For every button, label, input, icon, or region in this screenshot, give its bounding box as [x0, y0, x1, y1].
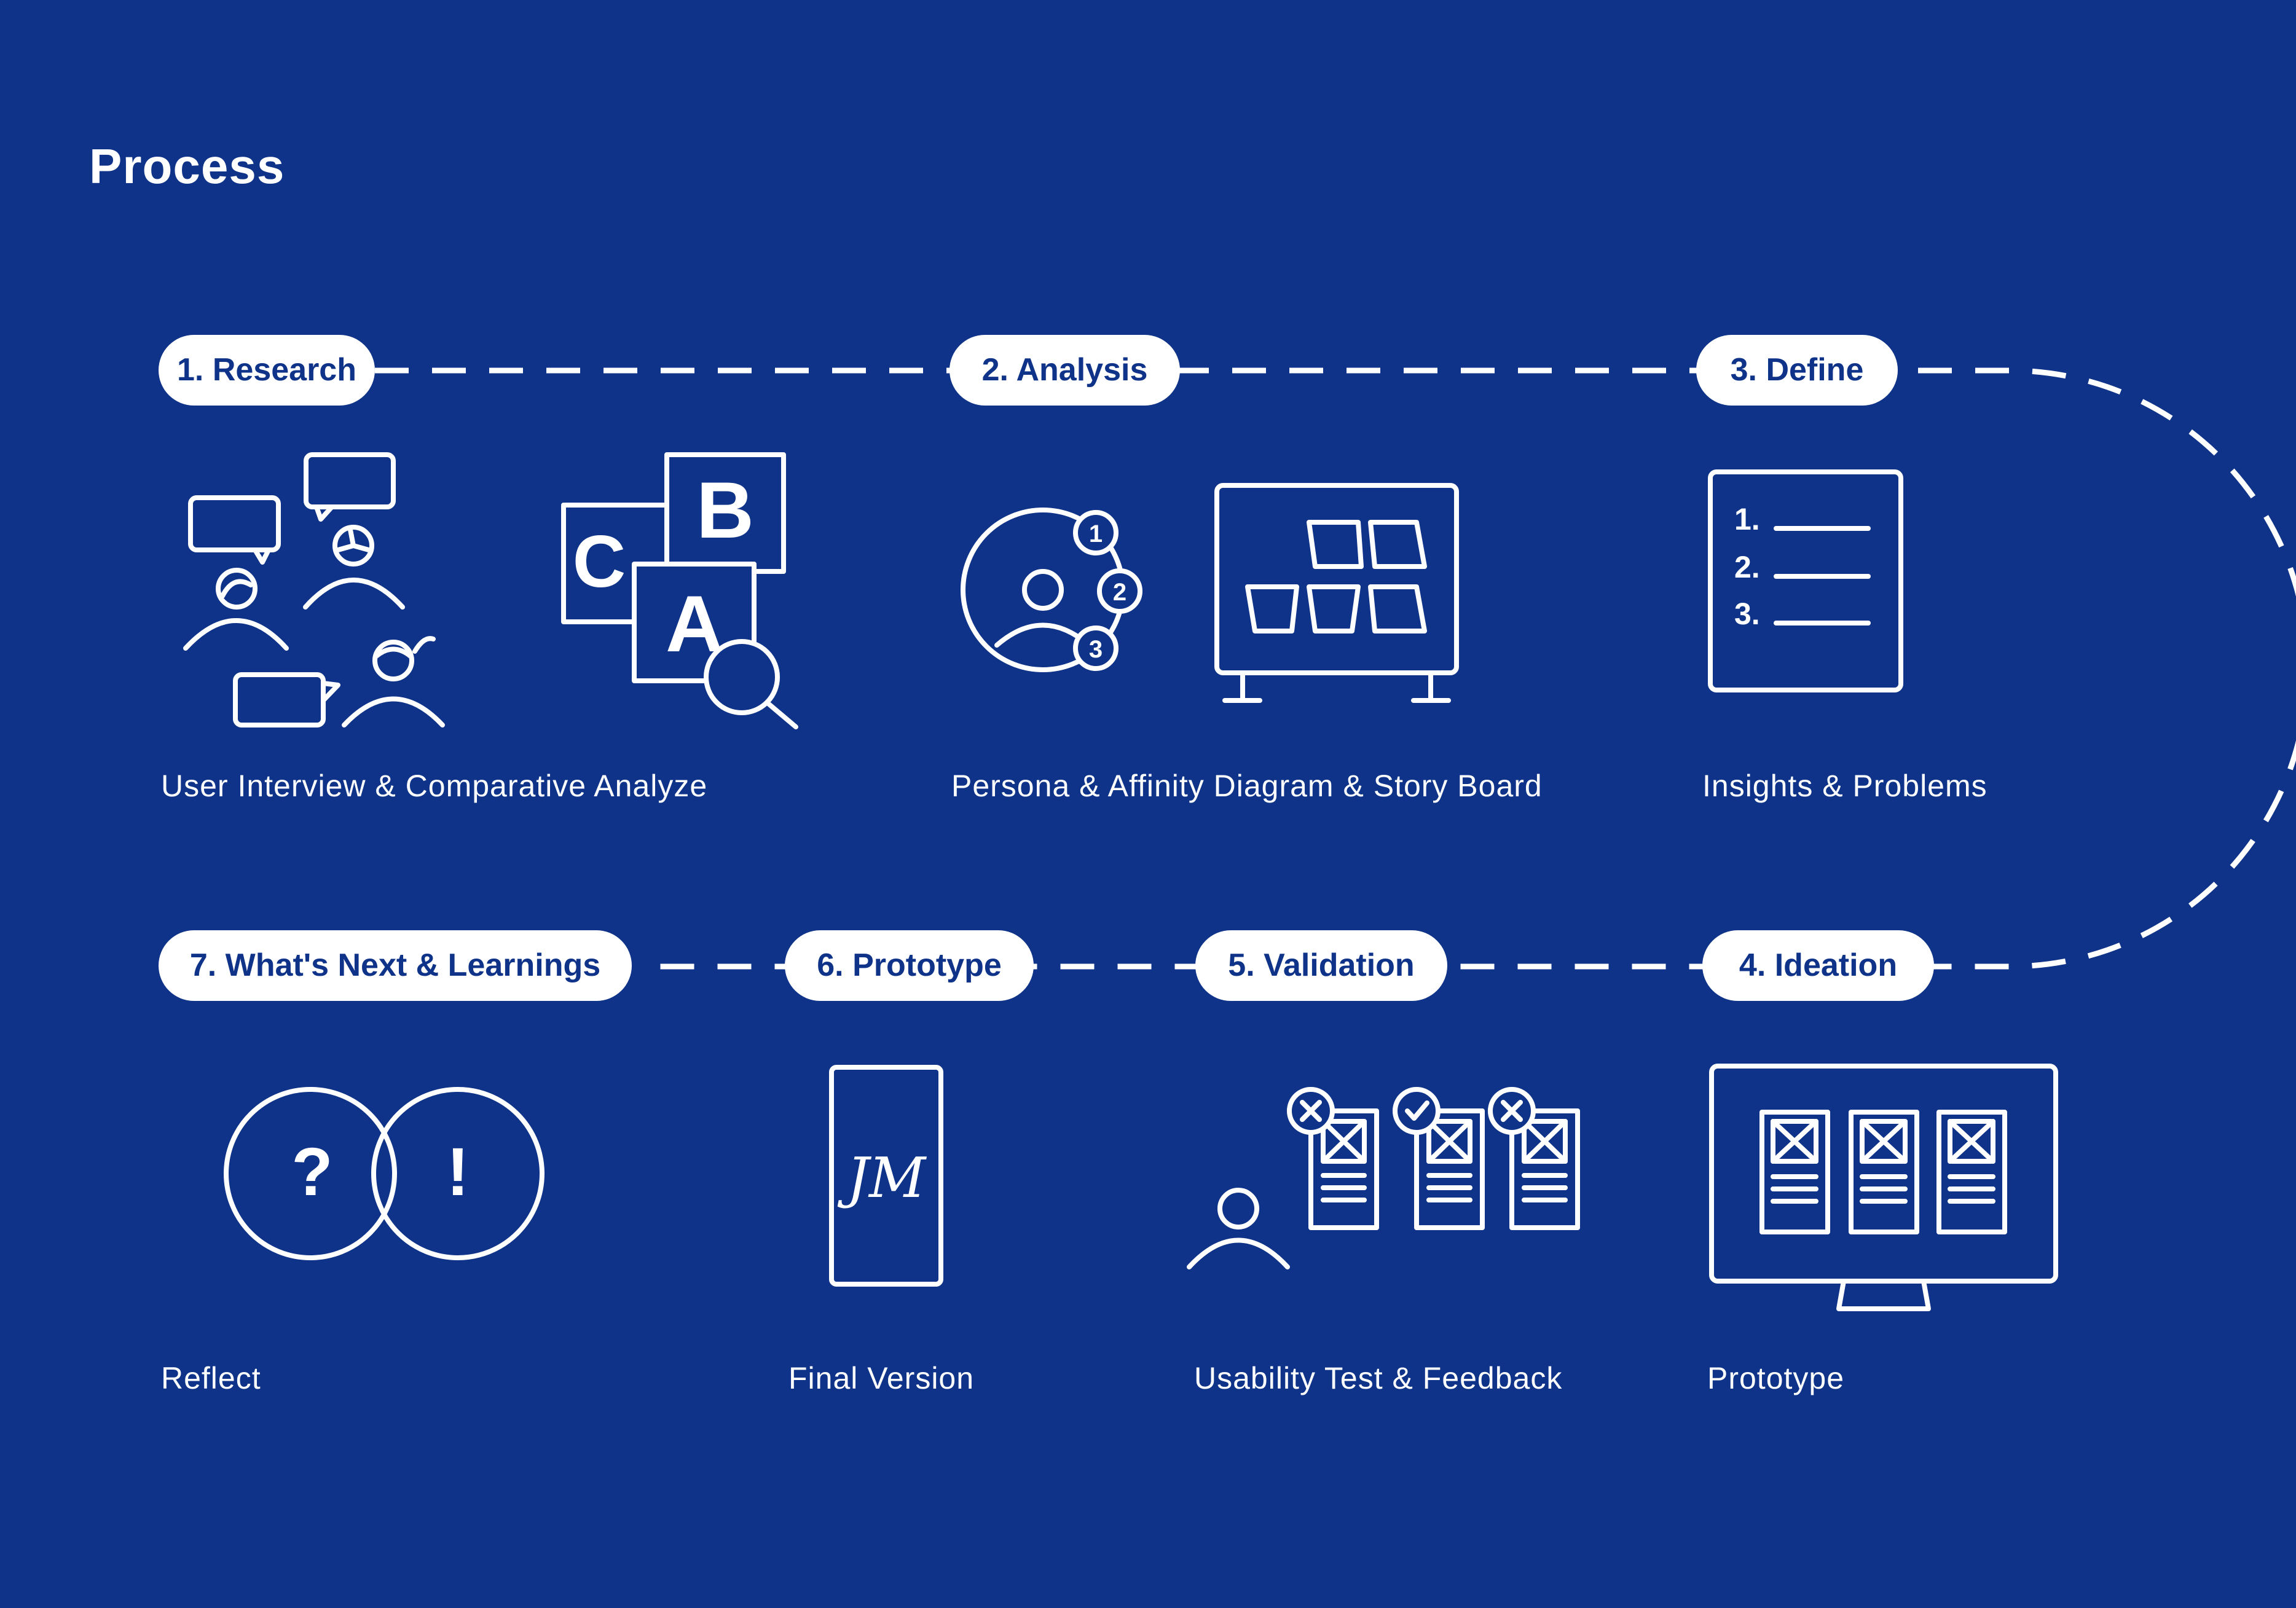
- persona-number-1: 1: [1089, 520, 1103, 547]
- step-1-caption: User Interview & Comparative Analyze: [161, 769, 708, 803]
- list-number-2: 2.: [1734, 550, 1760, 584]
- step-4-pill: 4. Ideation: [1702, 930, 1934, 1001]
- venn-exclaim: !: [447, 1134, 470, 1210]
- fail-badge-icon: [1488, 1087, 1536, 1135]
- phone-logo-icon: JM: [829, 1065, 943, 1287]
- step-7-caption: Reflect: [161, 1361, 261, 1395]
- abc-letter-c: C: [573, 520, 626, 603]
- test-card-1: [1308, 1108, 1379, 1230]
- step-1-pill: 1. Research: [159, 335, 375, 406]
- step-3-caption: Insights & Problems: [1702, 769, 1987, 803]
- page-title: Process: [89, 139, 285, 194]
- step-2-pill: 2. Analysis: [949, 335, 1180, 406]
- persona-number-3: 3: [1089, 636, 1103, 663]
- abc-compare-icon: C B A: [561, 452, 798, 729]
- reflect-venn-icon: ? !: [224, 1087, 545, 1260]
- list-number-3: 3.: [1734, 597, 1760, 631]
- usability-test-icon: [1187, 1087, 1580, 1269]
- wireframe-monitor-icon: [1709, 1064, 2058, 1311]
- numbered-list-icon: 1. 2. 3.: [1708, 469, 1903, 692]
- step-7-pill: 7. What's Next & Learnings: [159, 930, 632, 1001]
- wireframe-card-1: [1759, 1110, 1830, 1234]
- step-4-caption: Prototype: [1707, 1361, 1845, 1395]
- step-2-caption: Persona & Affinity Diagram & Story Board: [951, 769, 1543, 803]
- people-chat-icon: [183, 452, 445, 728]
- list-number-1: 1.: [1734, 502, 1760, 536]
- venn-question: ?: [291, 1134, 332, 1210]
- test-card-3: [1509, 1108, 1580, 1230]
- abc-letter-a: A: [666, 579, 723, 669]
- affinity-board-icon: [1214, 483, 1459, 703]
- wireframe-card-2: [1849, 1110, 1919, 1234]
- step-6-pill: 6. Prototype: [785, 930, 1034, 1001]
- persona-icon: 1 2 3: [961, 508, 1142, 672]
- persona-number-2: 2: [1113, 579, 1126, 606]
- fail-badge-icon: [1287, 1087, 1335, 1135]
- phone-logo-text: JM: [837, 1146, 927, 1210]
- step-5-caption: Usability Test & Feedback: [1194, 1361, 1563, 1395]
- test-card-2: [1414, 1108, 1485, 1230]
- step-3-pill: 3. Define: [1696, 335, 1898, 406]
- step-5-pill: 5. Validation: [1195, 930, 1447, 1001]
- step-6-caption: Final Version: [788, 1361, 975, 1395]
- pass-badge-icon: [1393, 1087, 1441, 1135]
- abc-letter-b: B: [696, 465, 754, 555]
- wireframe-card-3: [1936, 1110, 2007, 1234]
